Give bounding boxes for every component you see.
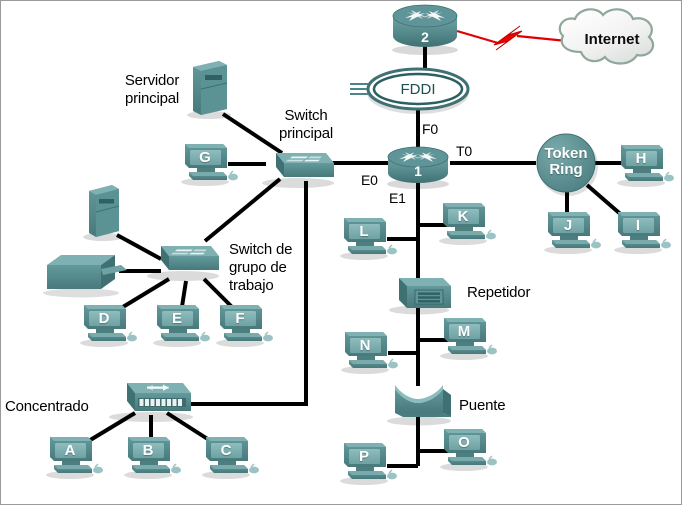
- link-router2-internet-left: [456, 29, 499, 45]
- pc-l-label: L: [359, 223, 369, 240]
- hub-arrow-right-icon: [147, 384, 169, 391]
- pc-c-label: C: [220, 442, 232, 459]
- hub-ports-icon: [138, 398, 186, 407]
- pc-d-label: D: [98, 310, 110, 327]
- cloud-icon: [558, 8, 655, 65]
- puente-label: Puente: [459, 397, 506, 414]
- lightning-bolt-icon: [493, 25, 523, 51]
- router-2[interactable]: [392, 4, 458, 55]
- pc-e-label: E: [171, 310, 182, 327]
- pc-m-label: M: [457, 323, 471, 340]
- pc-k-label: K: [457, 208, 469, 225]
- pc-a-label: A: [64, 442, 76, 459]
- pc-g-label: G: [199, 149, 211, 166]
- switch-grupo-label-line1: Switch de: [229, 241, 293, 258]
- switch-principal-label-line1: Switch: [284, 107, 328, 124]
- pc-n-label: N: [359, 337, 371, 354]
- router-1[interactable]: [387, 146, 449, 189]
- concentrado-hub[interactable]: [109, 383, 193, 422]
- token-ring-label-line2: Ring: [549, 161, 583, 178]
- interface-label-e0: E0: [361, 172, 378, 188]
- link-router2-internet-right: [516, 34, 568, 43]
- server-led-icon: [99, 199, 114, 204]
- token-ring-label-line1: Token: [544, 145, 588, 162]
- wan-link-group: [456, 25, 568, 51]
- interface-label-t0: T0: [456, 143, 472, 159]
- pc-j-label: J: [563, 217, 573, 234]
- switch-principal[interactable]: [262, 153, 334, 188]
- printer-device[interactable]: [43, 255, 127, 298]
- repeater-lines-icon: [418, 292, 440, 303]
- puente-bridge[interactable]: [387, 385, 451, 426]
- pc-h-label: H: [635, 150, 647, 167]
- pc-i-label: I: [635, 217, 641, 234]
- router-arrows-icon: [399, 152, 437, 162]
- server-secondary[interactable]: [83, 185, 123, 241]
- repetidor-label: Repetidor: [467, 284, 531, 301]
- link-switchprincipal-servidor: [221, 112, 284, 155]
- server-led-icon: [205, 75, 222, 80]
- switch-grupo-trabajo[interactable]: [147, 246, 219, 281]
- pc-b-label: B: [142, 442, 154, 459]
- internet-label: Internet: [584, 31, 640, 48]
- hub-arrow-left-icon: [147, 384, 169, 391]
- servidor-principal-label-line1: Servidor: [124, 72, 180, 89]
- switch-grupo-label-line3: trabajo: [229, 277, 274, 294]
- router-2-label: 2: [421, 29, 429, 45]
- router-1-label: 1: [414, 163, 422, 179]
- interface-label-e1: E1: [389, 190, 406, 206]
- internet-cloud[interactable]: [558, 8, 655, 65]
- interface-label-f0: F0: [422, 121, 438, 137]
- printer-tray-icon: [101, 265, 127, 275]
- fddi-ring[interactable]: [350, 67, 470, 114]
- token-ring[interactable]: [536, 133, 598, 196]
- switch-grupo-label-line2: grupo de: [229, 259, 287, 276]
- switch-principal-label-line2: principal: [278, 125, 334, 142]
- servidor-principal[interactable]: [187, 61, 231, 119]
- fddi-label: FDDI: [400, 81, 436, 98]
- fddi-tail-lines-icon: [350, 83, 368, 95]
- link-switchprincipal-switchgrupo: [203, 177, 282, 243]
- link-switchprincipal-concentrado: [189, 181, 308, 406]
- pc-p-label: P: [358, 448, 369, 465]
- link-concentrado-a: [80, 411, 137, 447]
- router-arrows-icon: [405, 10, 445, 21]
- concentrado-label: Concentrado: [5, 398, 89, 415]
- link-switchgrupo-server2: [116, 233, 162, 261]
- pc-o-label: O: [458, 434, 470, 451]
- pc-f-label: F: [235, 310, 245, 327]
- servidor-principal-label-line2: principal: [124, 90, 180, 107]
- repetidor[interactable]: [389, 278, 451, 315]
